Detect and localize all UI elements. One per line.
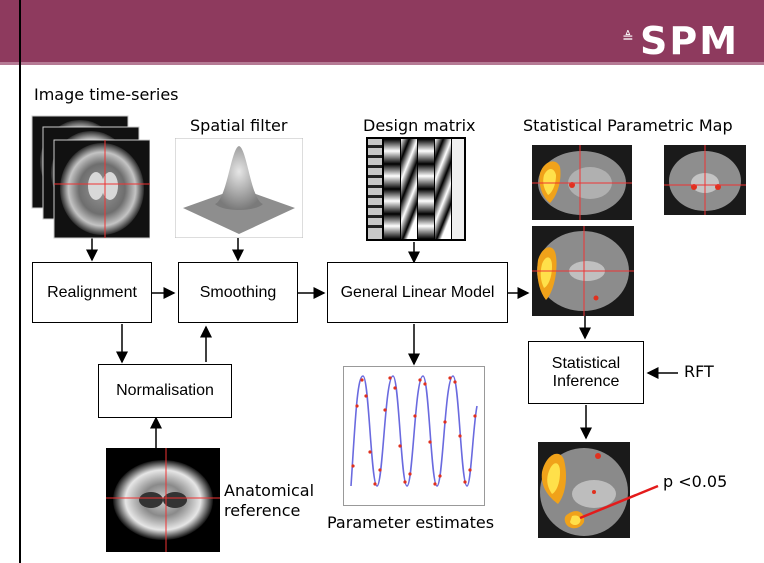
label-design-matrix: Design matrix — [363, 116, 476, 135]
label-spm-title: Statistical Parametric Map — [523, 117, 733, 135]
inference-line-1: Statistical — [551, 354, 621, 372]
spm-sagittal-image — [532, 145, 632, 220]
box-glm: General Linear Model — [327, 262, 508, 323]
header-bar — [0, 0, 764, 62]
spatial-filter-image — [175, 138, 303, 238]
spm-logo: SPM — [640, 19, 740, 63]
left-border — [19, 0, 21, 563]
image-time-series-stack — [31, 115, 150, 239]
box-normalisation: Normalisation — [98, 364, 232, 418]
label-spatial-filter: Spatial filter — [190, 116, 288, 135]
box-realignment: Realignment — [32, 262, 152, 323]
inference-line-2: Inference — [552, 372, 620, 390]
label-anatomical-2: reference — [224, 501, 301, 520]
header-divider — [0, 62, 764, 65]
design-matrix-image — [366, 137, 466, 241]
label-parameter-estimates: Parameter estimates — [327, 513, 495, 532]
label-p-value: p <0.05 — [663, 472, 728, 491]
parameter-estimates-plot — [343, 366, 485, 506]
anatomical-reference-image — [106, 448, 220, 552]
spm-coronal-image — [664, 145, 746, 215]
box-smoothing: Smoothing — [178, 262, 298, 323]
logo-mark-icon: ≜ — [622, 30, 634, 46]
label-rft: RFT — [684, 362, 714, 381]
label-anatomical-1: Anatomical — [224, 481, 315, 500]
label-image-time-series: Image time-series — [34, 85, 179, 104]
spm-axial-image — [532, 226, 634, 316]
box-statistical-inference: Statistical Inference — [528, 341, 644, 404]
thresholded-map-image — [538, 442, 630, 538]
